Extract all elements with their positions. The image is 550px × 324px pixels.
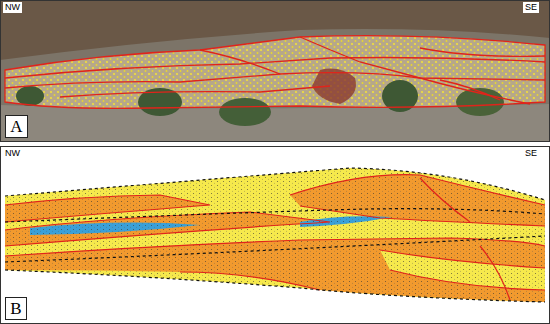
red-line	[290, 175, 545, 205]
panel-border	[1, 147, 550, 324]
red-line	[200, 50, 280, 74]
bed-boundaries	[5, 175, 545, 300]
tree	[219, 98, 271, 126]
tree	[16, 86, 44, 106]
red-line	[5, 238, 545, 256]
direction-label: NW	[3, 148, 22, 159]
red-line	[390, 270, 545, 290]
dashed-line	[5, 168, 545, 200]
red-line	[300, 37, 530, 104]
dashed-line	[5, 270, 545, 302]
red-line	[5, 36, 545, 109]
bed-boundaries	[5, 36, 545, 109]
red-line	[440, 80, 500, 100]
red-line	[380, 250, 545, 268]
red-line	[60, 86, 330, 97]
red-line	[420, 48, 545, 56]
red-line	[300, 206, 545, 226]
panel-border	[1, 1, 550, 142]
panel-letter-box: B	[5, 297, 27, 320]
red-line	[180, 272, 320, 290]
photo-ground	[0, 0, 550, 142]
panel-letter: A	[10, 118, 22, 135]
red-line	[480, 246, 510, 300]
red-bush	[312, 69, 356, 104]
panel-letter: B	[10, 300, 21, 317]
direction-label: NW	[3, 2, 22, 13]
direction-label: SE	[523, 148, 539, 159]
dashed-line	[5, 209, 545, 222]
dashed-surfaces	[5, 168, 545, 302]
panel-letter-box: A	[5, 115, 28, 138]
stipple	[5, 168, 545, 302]
sandstone-yellow	[5, 168, 545, 302]
red-line	[420, 178, 470, 222]
dashed-line	[5, 236, 545, 262]
direction-label: SE	[523, 2, 539, 13]
